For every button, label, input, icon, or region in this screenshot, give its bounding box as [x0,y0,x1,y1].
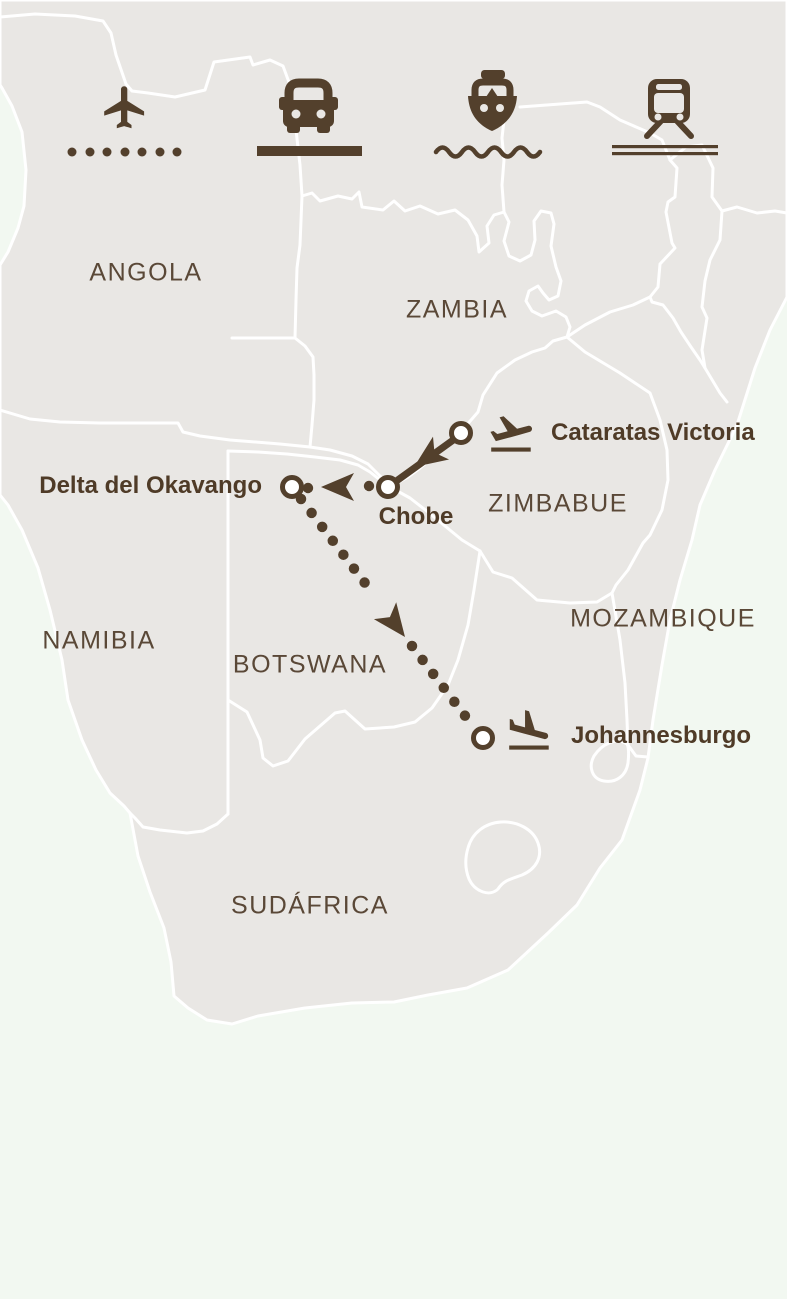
marker-delta-okavango [280,475,304,499]
waypoint-label-chobe: Chobe [378,503,454,530]
border-orange-river [128,811,230,835]
border-southafrica-mozambique [610,591,650,759]
marker-johannesburgo [471,726,495,750]
border-angola-zambia-upper [293,194,304,340]
country-label-angola: ANGOLA [89,258,203,287]
border-zambia-mozambique [565,335,622,375]
boat-icon [468,70,517,131]
border-caprivi-north [0,408,392,489]
waypoint-label-delta-okavango: Delta del Okavango [39,472,262,499]
country-label-botswana: BOTSWANA [232,650,388,679]
border-lesotho [464,820,542,895]
border-north-east [518,100,672,162]
border-botswana-southafrica [226,549,482,768]
plane-icon [104,86,145,129]
border-malawi-west [648,158,707,370]
border-zimbabwe-botswana [388,485,482,553]
route-okavango-johannesburg [295,493,475,727]
border-swaziland [589,739,631,783]
legend-solid-line [257,146,362,156]
waypoint-label-johannesburgo: Johannesburgo [571,722,752,749]
plane-takeoff-icon [490,416,533,452]
country-label-sudafrica: SUDÁFRICA [231,891,389,920]
routes [295,434,475,727]
car-icon [279,78,338,133]
waypoint-label-cataratas-victoria: Cataratas Victoria [551,419,755,446]
plane-landing-icon [509,710,549,750]
route-arrow-southeast [373,602,405,637]
map-legend [67,70,718,159]
route-chobe-okavango [302,473,375,501]
legend-wavy-line [433,145,543,159]
border-caprivi-south [226,449,388,489]
border-mozambique-north [720,205,787,215]
country-label-zambia: ZAMBIA [405,295,509,324]
train-icon [644,79,694,139]
border-zimbabwe-mozambique [610,371,670,595]
route-arrow-west [321,473,354,501]
route-arrow-southwest [414,436,450,467]
country-label-namibia: NAMIBIA [42,626,156,655]
legend-dotted-line [67,147,182,157]
border-angola-zambia-lower [230,336,316,449]
waypoint-markers [280,421,495,750]
border-zimbabwe-southafrica [478,549,614,605]
border-pedicle-neck [500,118,506,214]
legend-double-line [612,145,718,156]
marker-cataratas-victoria [449,421,473,445]
border-angola-drc-zambia [0,12,652,339]
country-label-zimbabue: ZIMBABUE [488,489,628,518]
country-borders [0,12,787,895]
marker-chobe [376,475,400,499]
country-label-mozambique: MOZAMBIQUE [570,604,756,633]
